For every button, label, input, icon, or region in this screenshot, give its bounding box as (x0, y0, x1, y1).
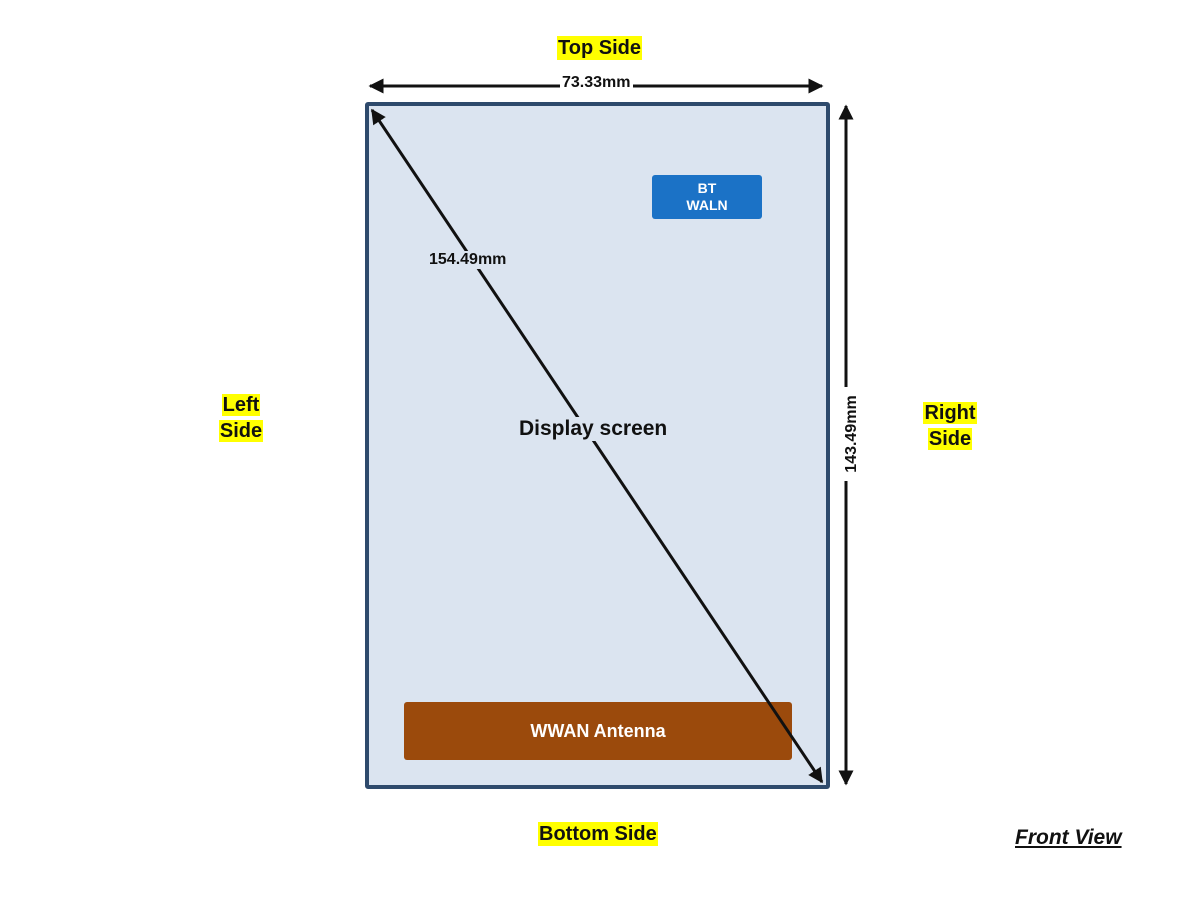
display-screen-label: Display screen (517, 417, 670, 441)
diagonal-dimension: 154.49mm (428, 251, 508, 269)
right-side-line2: Side (927, 428, 973, 450)
waln-label: WALN (686, 197, 728, 213)
top-side-label: Top Side (557, 36, 642, 60)
right-side-label: Right Side (917, 400, 983, 452)
width-dimension: 73.33mm (560, 74, 633, 92)
height-dimension: 143.49mm (843, 387, 861, 481)
left-side-line1: Left (221, 394, 261, 416)
bottom-side-label: Bottom Side (538, 822, 658, 846)
right-side-line1: Right (923, 402, 977, 424)
left-side-line2: Side (218, 420, 264, 442)
wwan-antenna: WWAN Antenna (404, 702, 792, 760)
bt-label: BT (697, 180, 717, 196)
front-view-caption: Front View (1015, 826, 1122, 849)
bt-wlan-antenna: BT WALN (652, 175, 762, 219)
left-side-label: Left Side (214, 392, 268, 444)
wwan-label: WWAN Antenna (530, 720, 666, 741)
